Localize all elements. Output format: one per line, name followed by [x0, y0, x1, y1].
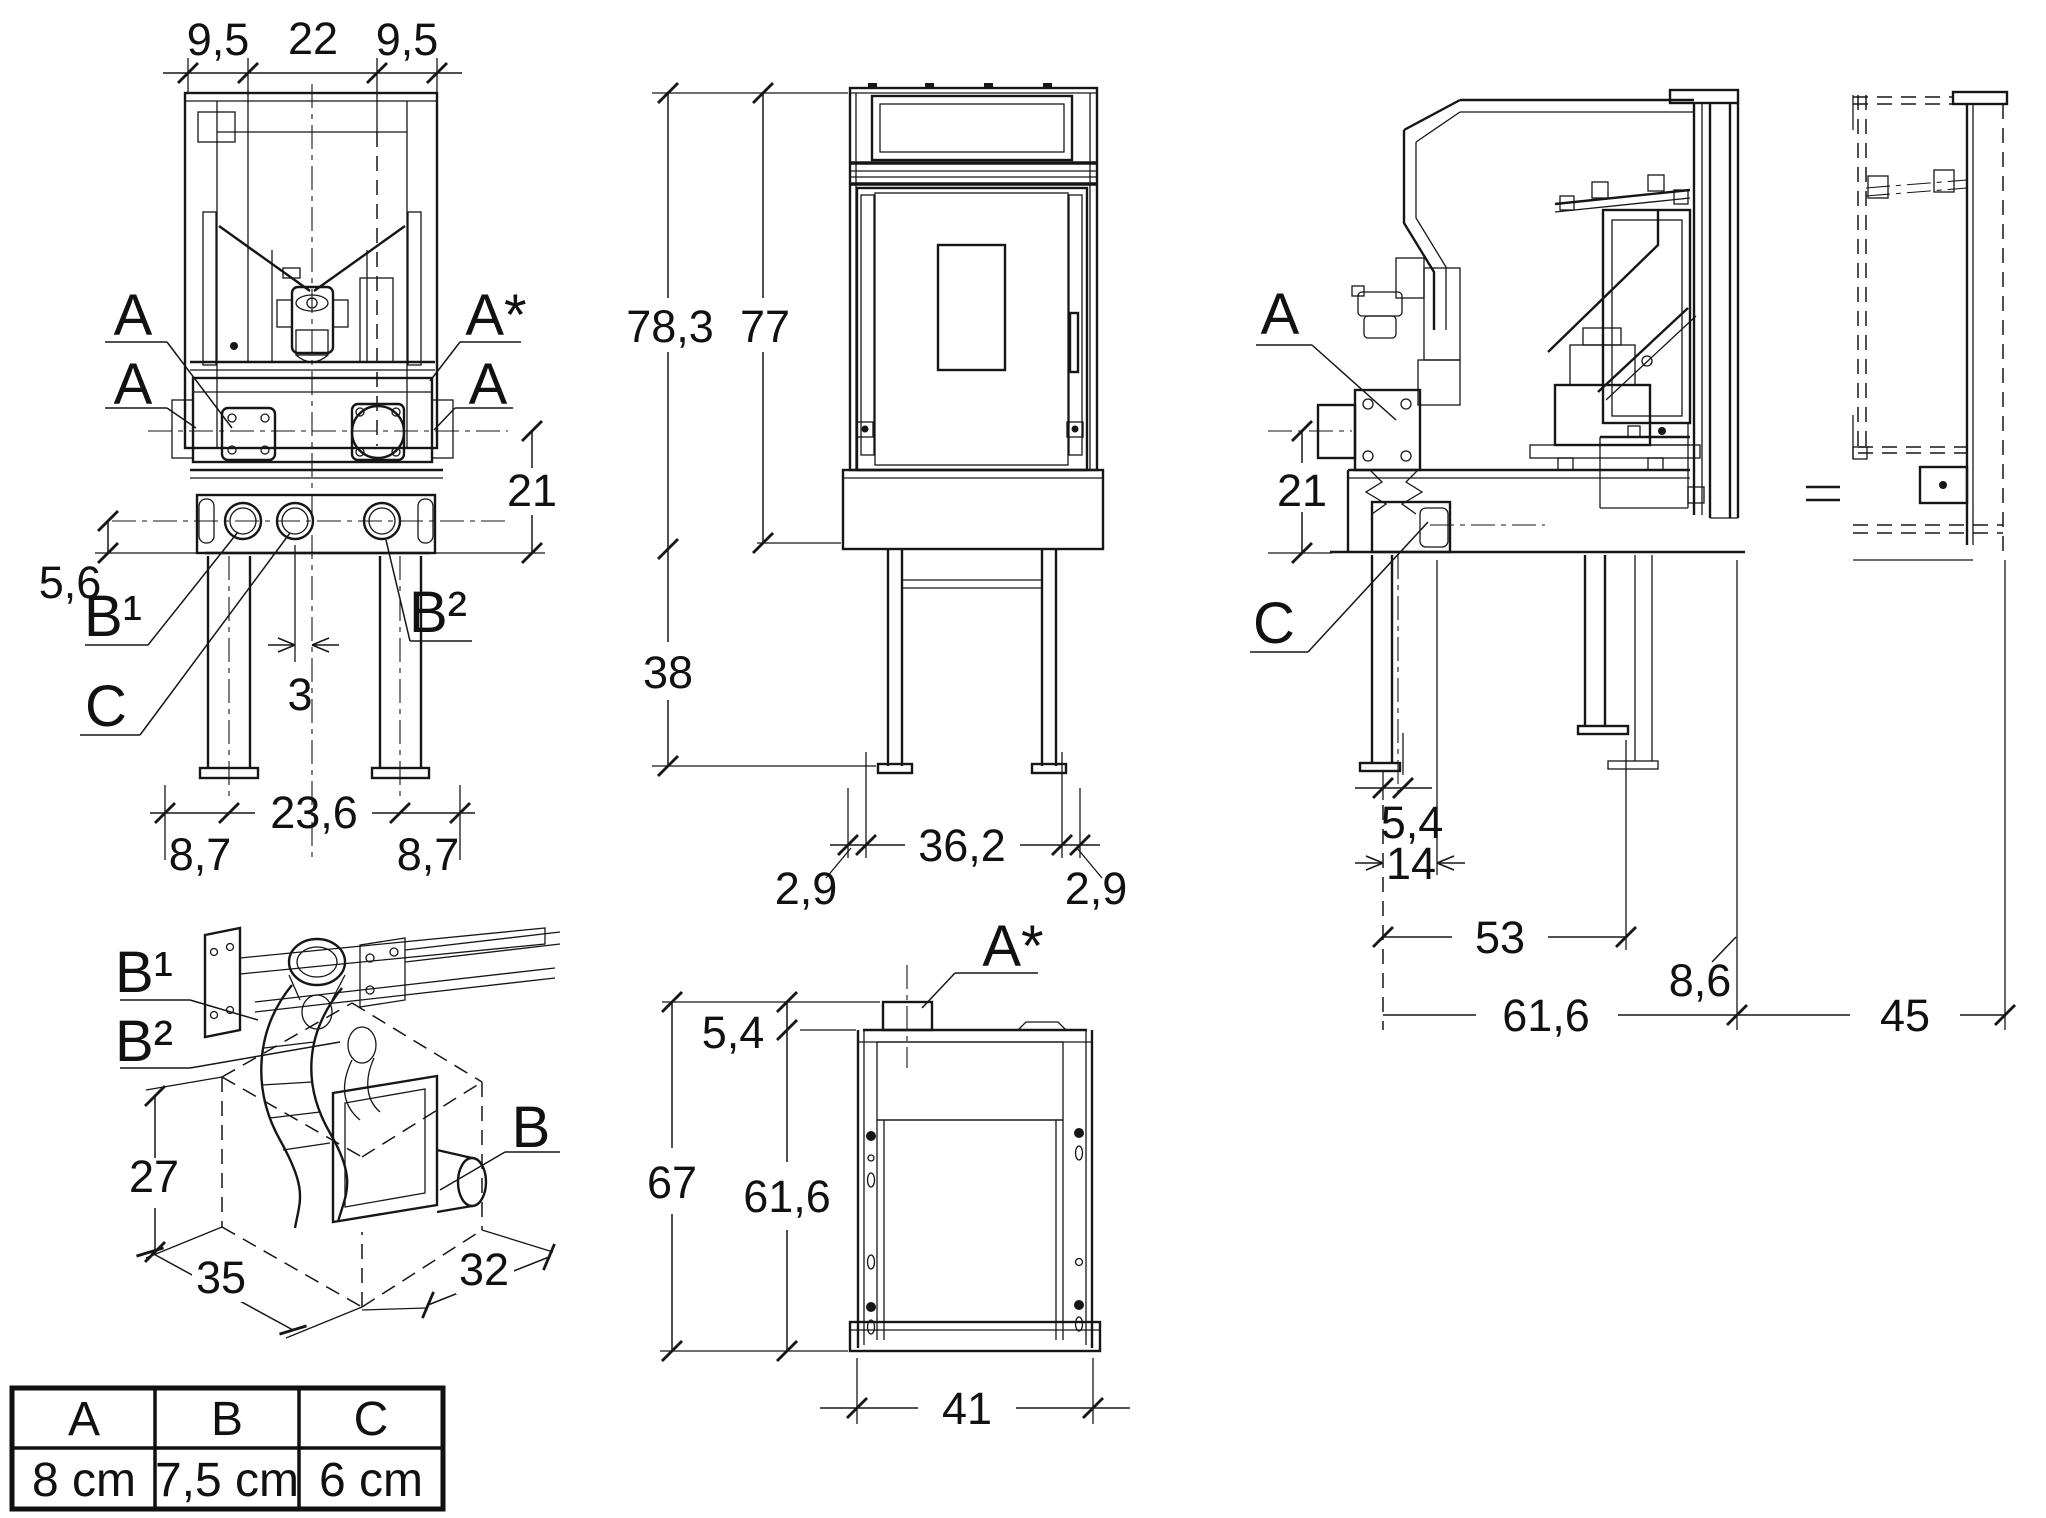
connection-size-table: A B C 8 cm 7,5 cm 6 cm [9, 1385, 446, 1512]
label-a-star: A* [982, 914, 1043, 979]
dim-total-height: 78,3 [626, 301, 714, 352]
dim-hopper-width: 22 [288, 13, 338, 64]
dim-total-height: 67 [647, 1157, 697, 1208]
front-section-view: 9,5 22 9,5 A A A* A 5,6 21 B¹ C B² 3 23,… [39, 13, 557, 880]
dim-foot-right: 8,7 [397, 829, 460, 880]
table-value-b: 7,5 cm [155, 1454, 299, 1507]
dim-pedestal-height: 38 [643, 647, 693, 698]
label-a-star: A* [465, 283, 526, 348]
dim-leg-span: 36,2 [918, 820, 1006, 871]
label-b2: B² [115, 1009, 173, 1074]
table-value-a: 8 cm [32, 1454, 136, 1507]
dim-foot-right: 2,9 [1065, 863, 1128, 914]
dim-collar-height: 5,4 [702, 1007, 765, 1058]
label-c: C [85, 674, 127, 739]
table-value-c: 6 cm [319, 1454, 423, 1507]
table-header-b: B [211, 1393, 243, 1446]
dim-leg-depth: 53 [1475, 912, 1525, 963]
duct-detail-3d-view: B¹ B² B 27 35 32 [115, 926, 564, 1345]
dim-left-offset: 9,5 [187, 14, 250, 65]
dim-total-depth: 61,6 [1502, 990, 1590, 1041]
dim-height: 27 [129, 1151, 179, 1202]
label-c: C [1253, 591, 1295, 656]
label-a-side-left: A [114, 352, 153, 417]
dim-front-offset: 14 [1386, 838, 1436, 889]
label-a-plate: A [114, 283, 153, 348]
label-a: A [1261, 282, 1300, 347]
dim-width: 41 [942, 1383, 992, 1434]
rear-view: A* 5,4 67 61,6 41 [647, 914, 1130, 1434]
dim-port-offset: 3 [287, 669, 312, 720]
front-exterior-view: 78,3 77 38 2,9 36,2 2,9 [626, 81, 1128, 914]
dim-right-offset: 9,5 [376, 14, 439, 65]
label-b: B [512, 1095, 551, 1160]
dim-port-height: 5,6 [39, 557, 102, 608]
dim-flange-height: 21 [1277, 465, 1327, 516]
dim-body-height: 77 [740, 301, 790, 352]
dim-depth: 32 [459, 1244, 509, 1295]
dim-wall-clearance: 45 [1880, 990, 1930, 1041]
label-b1: B¹ [84, 584, 142, 649]
label-b1: B¹ [115, 940, 173, 1005]
dim-leg-span: 23,6 [270, 787, 358, 838]
dim-flange-height: 21 [507, 465, 557, 516]
dim-foot-left: 8,7 [169, 829, 232, 880]
dim-foot-left: 2,9 [775, 863, 838, 914]
phantom-side-view [1852, 90, 2009, 561]
label-b2: B² [409, 580, 467, 645]
dim-body-height: 61,6 [743, 1171, 831, 1222]
table-header-c: C [354, 1393, 389, 1446]
label-a-side-right: A [469, 352, 508, 417]
side-section-view: A 21 C 5,4 14 53 8,6 61,6 45 [1250, 88, 2017, 1041]
dim-foot-depth: 5,4 [1381, 797, 1444, 848]
table-header-a: A [68, 1393, 100, 1446]
dim-width: 35 [196, 1252, 246, 1303]
dim-back-offset: 8,6 [1669, 955, 1732, 1006]
